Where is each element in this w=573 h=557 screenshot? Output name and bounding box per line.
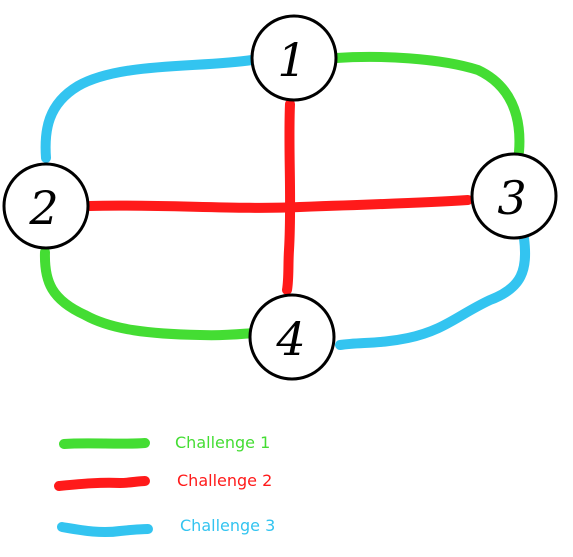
legend-swatch-challenge-3 (57, 522, 153, 538)
legend-swatch-challenge-1 (59, 438, 150, 449)
node-1: 1 (250, 14, 338, 102)
node-4-circle (248, 293, 336, 381)
legend-label-challenge-3: Challenge 3 (180, 516, 275, 535)
legend-item-challenge-3: Challenge 3 (57, 516, 275, 538)
edge-1-2 (40, 55, 257, 163)
node-2-label: 2 (28, 181, 58, 235)
edge-2-4 (39, 247, 259, 341)
node-4-label: 4 (275, 312, 305, 366)
node-1-circle (250, 14, 338, 102)
node-4: 4 (248, 293, 336, 381)
node-3-circle (470, 152, 558, 240)
edge-2-3 (85, 195, 473, 213)
edge-1-3 (331, 51, 525, 157)
node-1-label: 1 (277, 33, 306, 87)
node-3: 3 (470, 152, 558, 240)
node-2-circle (2, 162, 90, 250)
legend-label-challenge-2: Challenge 2 (177, 471, 272, 490)
legend-label-challenge-1: Challenge 1 (175, 433, 270, 452)
edge-3-4 (335, 233, 531, 350)
node-3-label: 3 (497, 171, 526, 225)
legend: Challenge 1 Challenge 2 Challenge 3 (54, 433, 275, 538)
node-2: 2 (2, 162, 90, 250)
legend-item-challenge-1: Challenge 1 (59, 433, 270, 452)
legend-swatch-challenge-2 (54, 476, 150, 491)
edge-1-4 (282, 99, 296, 295)
legend-item-challenge-2: Challenge 2 (54, 471, 272, 491)
